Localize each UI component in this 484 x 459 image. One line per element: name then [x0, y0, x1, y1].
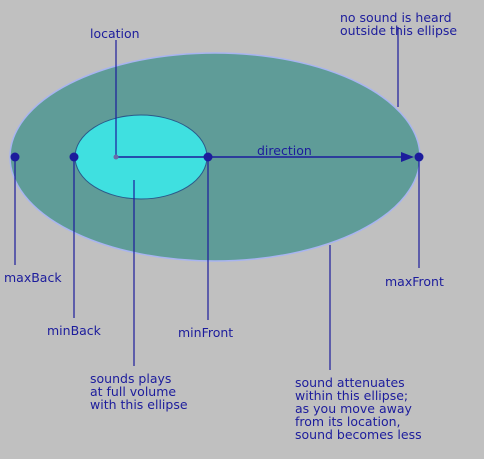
- max-front-label: maxFront: [385, 275, 444, 288]
- max-back-label: maxBack: [4, 271, 62, 284]
- no-sound-line-1: no sound is heard: [340, 10, 452, 25]
- full-volume-line-2: at full volume: [90, 384, 177, 399]
- full-volume-line-1: sounds plays: [90, 371, 172, 386]
- no-sound-line-2: outside this ellipse: [340, 23, 458, 38]
- direction-label: direction: [257, 144, 312, 157]
- direction-label-text: direction: [257, 143, 312, 158]
- max-front-label-text: maxFront: [385, 274, 444, 289]
- max-front-dot: [414, 152, 424, 162]
- max-back-dot: [10, 152, 20, 162]
- min-back-label: minBack: [47, 324, 101, 337]
- attenuates-line-2: within this ellipse;: [295, 388, 409, 403]
- min-front-label: minFront: [178, 326, 233, 339]
- direction-arrowhead: [401, 152, 414, 162]
- attenuates-line-1: sound attenuates: [295, 375, 405, 390]
- full-volume-line-3: with this ellipse: [90, 397, 188, 412]
- min-back-label-text: minBack: [47, 323, 101, 338]
- location-label-text: location: [90, 26, 140, 41]
- min-front-dot: [203, 152, 213, 162]
- attenuates-line-4: from its location,: [295, 414, 401, 429]
- location-label: location: [90, 27, 140, 40]
- attenuates-label: sound attenuates within this ellipse; as…: [295, 376, 422, 441]
- max-back-label-text: maxBack: [4, 270, 62, 285]
- attenuates-line-3: as you move away: [295, 401, 412, 416]
- min-front-label-text: minFront: [178, 325, 234, 340]
- min-back-dot: [69, 152, 79, 162]
- no-sound-label: no sound is heard outside this ellipse: [340, 11, 457, 37]
- full-volume-label: sounds plays at full volume with this el…: [90, 372, 188, 411]
- location-point: [113, 154, 119, 160]
- attenuates-line-5: sound becomes less: [295, 427, 422, 442]
